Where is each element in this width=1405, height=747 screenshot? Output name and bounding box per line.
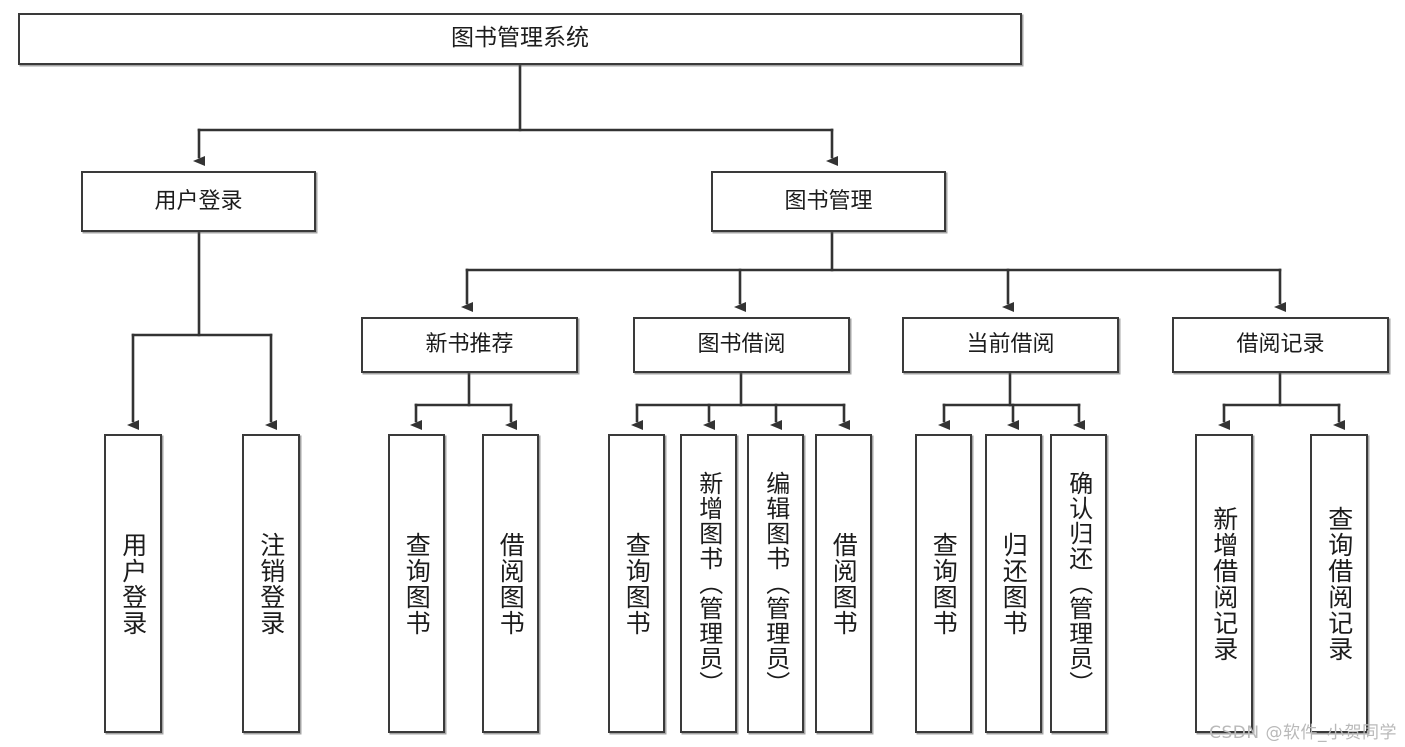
leaf-current-borrow-confirm-return[interactable]: 确认归还（管理员） — [1050, 434, 1107, 733]
node-label: 查询图书 — [622, 531, 652, 636]
leaf-book-borrow-add[interactable]: 新增图书（管理员） — [680, 434, 737, 733]
node-root-book-management-system[interactable]: 图书管理系统 — [18, 13, 1022, 65]
node-label: 图书借阅 — [697, 332, 786, 358]
node-label: 确认归还（管理员） — [1064, 471, 1093, 696]
node-label: 新书推荐 — [425, 332, 514, 358]
node-label: 用户登录 — [154, 188, 243, 214]
leaf-book-borrow-borrow[interactable]: 借阅图书 — [815, 434, 872, 733]
leaf-new-book-borrow[interactable]: 借阅图书 — [482, 434, 539, 733]
leaf-user-login-logout[interactable]: 注销登录 — [242, 434, 300, 733]
node-label: 借阅图书 — [496, 531, 526, 636]
node-label: 借阅记录 — [1236, 332, 1325, 358]
node-label: 注销登录 — [256, 531, 286, 636]
node-book-borrow[interactable]: 图书借阅 — [633, 317, 850, 373]
node-user-login[interactable]: 用户登录 — [81, 171, 316, 232]
leaf-book-borrow-query[interactable]: 查询图书 — [608, 434, 665, 733]
node-label: 查询借阅记录 — [1324, 505, 1354, 662]
node-book-management[interactable]: 图书管理 — [711, 171, 946, 232]
node-label: 编辑图书（管理员） — [761, 471, 790, 696]
node-new-book-recommend[interactable]: 新书推荐 — [361, 317, 578, 373]
leaf-borrow-record-add[interactable]: 新增借阅记录 — [1195, 434, 1253, 733]
leaf-new-book-query[interactable]: 查询图书 — [388, 434, 445, 733]
leaf-current-borrow-query[interactable]: 查询图书 — [915, 434, 972, 733]
node-label: 新增借阅记录 — [1209, 505, 1239, 662]
leaf-current-borrow-return[interactable]: 归还图书 — [985, 434, 1042, 733]
node-label: 查询图书 — [402, 531, 432, 636]
node-label: 图书管理系统 — [451, 25, 589, 52]
node-label: 图书管理 — [784, 188, 873, 214]
leaf-book-borrow-edit[interactable]: 编辑图书（管理员） — [747, 434, 804, 733]
leaf-user-login-login[interactable]: 用户登录 — [104, 434, 162, 733]
node-borrow-record[interactable]: 借阅记录 — [1172, 317, 1389, 373]
node-label: 借阅图书 — [829, 531, 859, 636]
node-current-borrow[interactable]: 当前借阅 — [902, 317, 1119, 373]
node-label: 用户登录 — [118, 531, 148, 636]
node-label: 查询图书 — [929, 531, 959, 636]
node-label: 当前借阅 — [966, 332, 1055, 358]
leaf-borrow-record-query[interactable]: 查询借阅记录 — [1310, 434, 1368, 733]
csdn-watermark: CSDN @软件_小贺同学 — [1209, 723, 1397, 743]
node-label: 归还图书 — [999, 531, 1029, 636]
node-label: 新增图书（管理员） — [694, 471, 723, 696]
